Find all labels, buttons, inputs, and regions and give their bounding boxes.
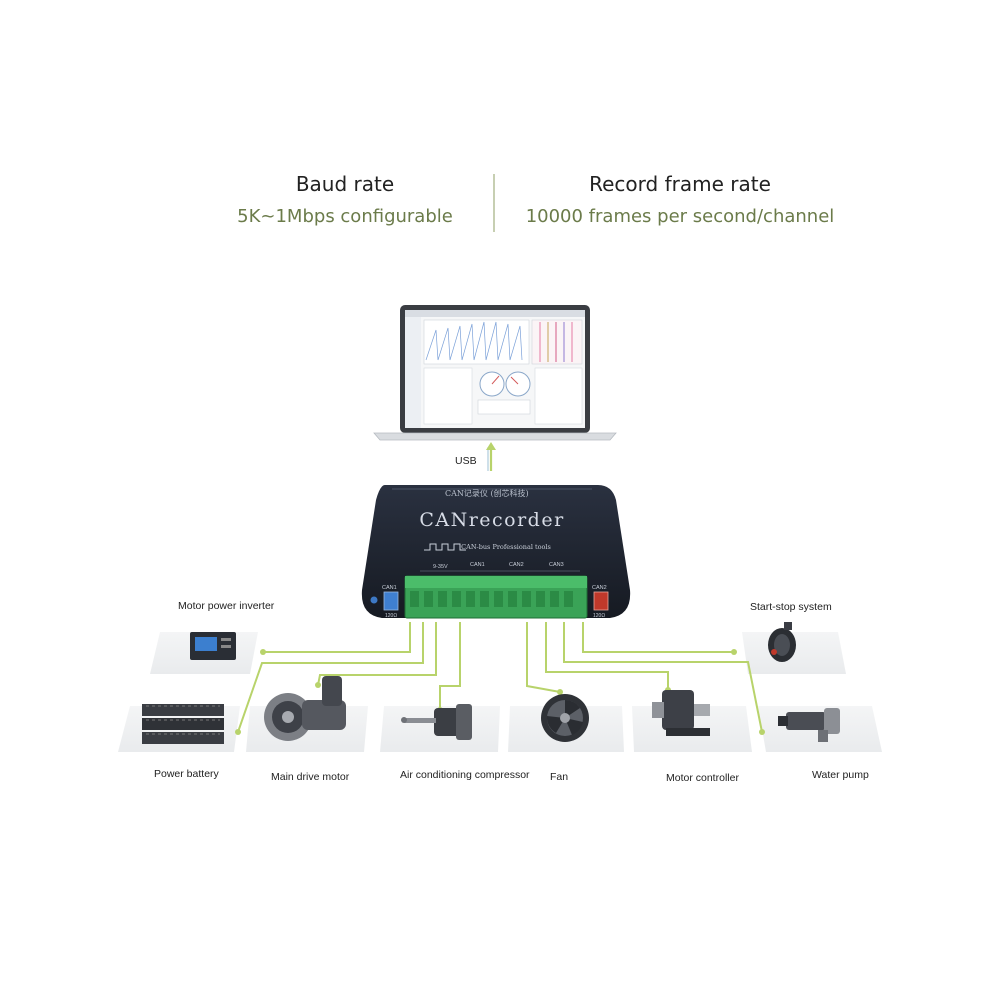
laptop [373,305,617,441]
air-conditioning-compressor-label: Air conditioning compressor [400,769,530,781]
baud-rate-value: 5K~1Mbps configurable [237,206,453,227]
start-stop-system-icon [768,622,796,662]
screen-input [477,399,531,415]
device-top-label: CAN记录仪 (创芯科技) [445,488,529,498]
left-switch-label: CAN1 [382,585,397,591]
main-drive-motor-icon [264,676,346,741]
can1-termination-switch [383,591,399,611]
motor-power-inverter-label: Motor power inverter [178,600,275,612]
port-label-power: 9-35V [433,564,448,570]
screen-data-grid [531,319,583,365]
terminal-screws [410,591,573,607]
frame-rate-title: Record frame rate [589,172,771,196]
baud-rate-title: Baud rate [295,172,395,196]
port-label-can2: CAN2 [509,562,524,568]
motor-power-inverter-icon [190,632,236,660]
usb-link [486,442,496,471]
water-pump-label: Water pump [812,769,869,781]
water-pump-icon [778,708,840,742]
screen-waveform [425,321,523,361]
screen-sidebar [405,317,421,428]
usb-arrow-icon [486,442,496,450]
motor-controller-label: Motor controller [666,772,739,784]
device-name: CANrecorder [419,509,564,531]
port-label-can3: CAN3 [549,562,564,568]
usb-label: USB [455,455,477,467]
right-switch-sub: 120Ω [593,613,605,619]
device-subtitle: CAN-bus Professional tools [461,543,551,551]
right-switch-label: CAN2 [592,585,607,591]
can-recorder-device: CAN记录仪 (创芯科技) CANrecorder CAN-bus Profes… [361,485,631,619]
square-wave-icon [424,543,466,551]
can-bus-lines [237,622,763,733]
screen-list [534,367,583,425]
screen-waveform-panel [423,319,530,365]
power-battery-icon [142,704,224,744]
screen-titlebar [405,310,585,317]
laptop-base [373,432,617,441]
start-stop-system-label: Start-stop system [750,601,832,613]
baud-rate-stat: Baud rate 5K~1Mbps configurable [210,172,480,227]
frame-rate-stat: Record frame rate 10000 frames per secon… [510,172,850,227]
main-drive-motor-label: Main drive motor [271,771,350,783]
frame-rate-value: 10000 frames per second/channel [525,206,835,227]
power-battery-label: Power battery [154,768,219,780]
terminal-top [405,576,587,588]
port-label-can1: CAN1 [470,562,485,568]
motor-controller-icon [652,690,710,736]
fan-icon [541,694,589,742]
screen-table [423,367,473,425]
status-led-icon [370,596,378,604]
left-switch-sub: 120Ω [385,613,397,619]
header-divider [493,174,495,232]
fan-label: Fan [550,771,569,783]
can2-termination-switch [593,591,609,611]
air-conditioning-compressor-icon [401,704,472,740]
